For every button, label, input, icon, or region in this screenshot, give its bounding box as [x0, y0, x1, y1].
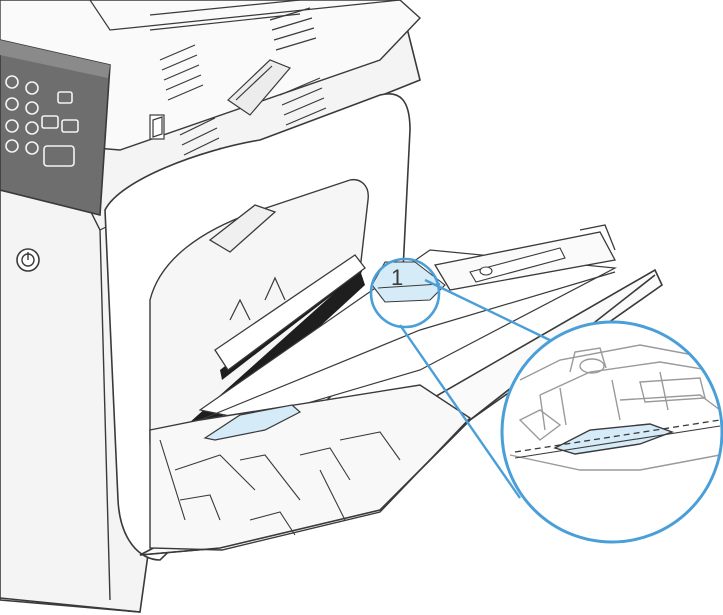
zoom-circle: [500, 320, 723, 544]
zoom-detail: [509, 344, 721, 471]
magnifier-callout: [369, 257, 723, 544]
power-button-icon: [16, 248, 40, 272]
control-panel: [0, 39, 111, 217]
zoom-source-circle: [369, 257, 441, 329]
callout-number: 1: [391, 265, 403, 290]
keypad-buttons: [5, 75, 79, 167]
stack-limit-tab: [371, 261, 446, 303]
side-vents: [149, 0, 327, 176]
